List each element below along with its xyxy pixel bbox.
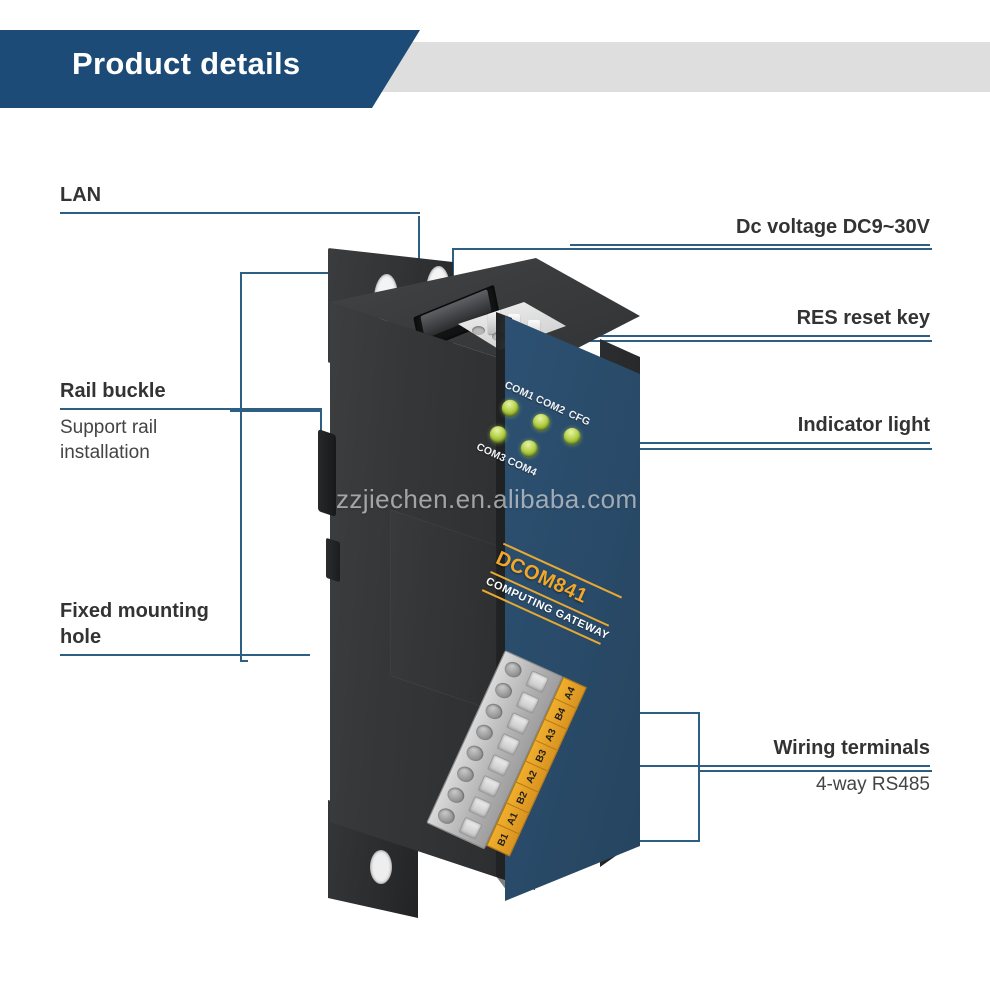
callout-fixed-mounting-hole-rule [60,654,310,656]
callout-dc-voltage-rule [570,244,930,246]
callout-lan: LAN [60,182,420,214]
callout-lan-rule [60,212,420,214]
terminal-label-b2: B2 [514,789,530,806]
led-com1 [499,396,522,420]
callout-rail-buckle-rule [60,408,322,410]
callout-fixed-mounting-hole-title: Fixed mounting hole [60,600,209,648]
callout-wiring-terminals: Wiring terminals 4-way RS485 [570,735,930,797]
callout-rail-buckle-sub: Support rail installation [60,417,158,463]
callout-rail-buckle-title: Rail buckle [60,380,166,402]
wiring-connector-stem [698,770,932,772]
callout-lan-title: LAN [60,184,102,206]
terminal-port-6[interactable] [477,774,502,799]
callout-wiring-terminals-rule [570,765,930,767]
terminal-label-a4: A4 [562,684,578,702]
callout-wiring-terminals-sub: 4-way RS485 [815,774,930,795]
callout-res-reset-key-title: RES reset key [796,307,930,329]
rail-buckle-lower-clip [326,537,340,583]
callout-fixed-mounting-hole: Fixed mounting hole [60,598,310,656]
lan-connector-vertical [418,216,420,274]
page-title: Product details [72,46,301,81]
led-cfg [560,425,584,448]
lan-connector-drop [240,272,242,662]
callout-res-reset-key: RES reset key [570,305,930,337]
callout-rail-buckle: Rail buckle Support rail installation [60,378,322,465]
terminal-screw-4[interactable] [473,722,496,743]
terminal-port-1[interactable] [525,670,550,694]
terminal-screw-6[interactable] [454,763,477,785]
power-hole-1 [472,326,485,335]
terminal-port-8[interactable] [458,816,483,840]
terminal-screw-3[interactable] [483,701,505,722]
dc-connector-horizontal [452,248,932,250]
rail-buckle-clip [318,429,336,517]
terminal-screw-2[interactable] [492,680,515,701]
mounting-hole-bottom [370,850,392,884]
wiring-connector-bottom [580,840,700,842]
terminal-port-5[interactable] [486,753,512,778]
terminal-screw-1[interactable] [502,659,524,680]
device-illustration: COM1 COM2 CFG COM3 COM4 DCOM841 COMPUTIN… [300,240,640,920]
terminal-port-7[interactable] [467,795,493,819]
terminal-label-a2: A2 [524,768,540,785]
led-com2 [529,411,553,434]
led-label-com3: COM3 [474,440,508,465]
callout-indicator-light-title: Indicator light [797,414,930,436]
led-com4 [517,437,541,460]
terminal-port-4[interactable] [496,732,521,757]
led-label-com4: COM4 [505,454,539,479]
header-grey-band [380,42,990,92]
rail-connector-horizontal [230,410,322,412]
callout-dc-voltage-title: Dc voltage DC9~30V [736,216,930,238]
res-connector-horizontal [500,340,932,342]
callout-dc-voltage: Dc voltage DC9~30V [570,214,930,246]
terminal-port-2[interactable] [515,690,540,715]
terminal-port-3[interactable] [506,711,531,736]
wiring-connector-top [580,712,700,714]
callout-wiring-terminals-title: Wiring terminals [773,737,930,759]
terminal-label-b3: B3 [533,747,550,764]
terminal-label-a1: A1 [505,810,521,827]
led-com3 [486,423,510,446]
callout-res-reset-key-rule [570,335,930,337]
indicator-connector-horizontal [575,448,932,450]
terminal-label-b4: B4 [552,705,569,723]
callout-indicator-light: Indicator light [570,412,930,444]
lan-connector-tip [240,660,248,662]
terminal-label-a3: A3 [543,726,559,744]
callout-indicator-light-rule [570,442,930,444]
wiring-connector-vertical [698,712,700,842]
side-panel-emboss [390,509,497,712]
terminal-screw-5[interactable] [464,742,486,764]
header-blue-banner [0,30,420,108]
terminal-label-b1: B1 [495,831,511,848]
terminal-screw-8[interactable] [435,805,458,827]
terminal-screw-7[interactable] [445,784,467,806]
